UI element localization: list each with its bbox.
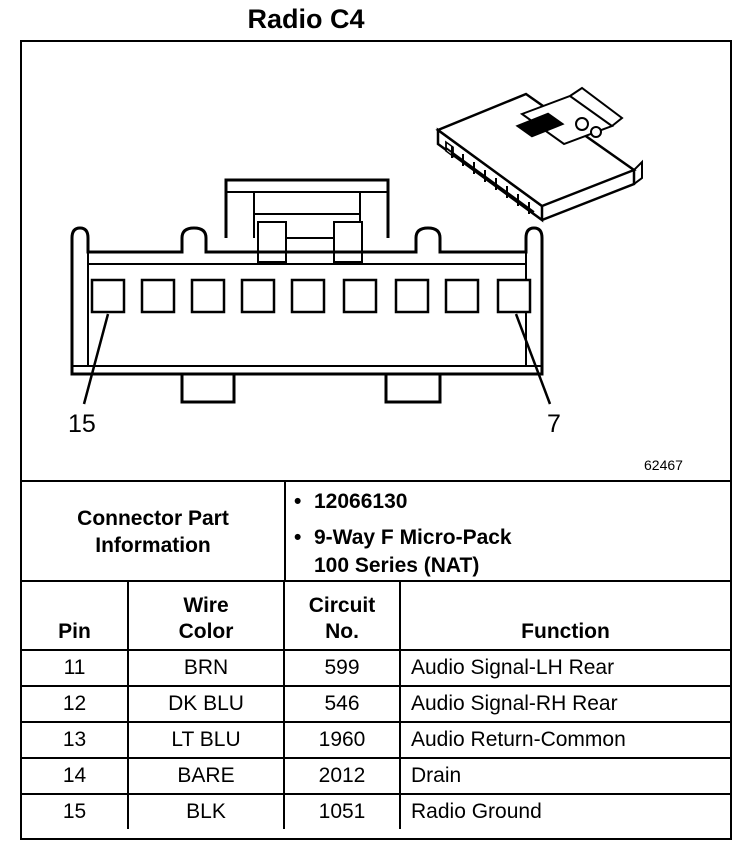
header-wire-color-line1: Wire <box>183 594 229 617</box>
cell-wire-color: DK BLU <box>127 685 285 723</box>
cell-pin: 13 <box>22 721 129 759</box>
pin-table-header: Pin Wire Color Circuit No. Function <box>22 580 730 651</box>
table-row: 13 LT BLU 1960 Audio Return-Common <box>22 721 730 759</box>
cell-circuit: 546 <box>283 685 401 723</box>
header-circuit-line2: No. <box>325 620 359 643</box>
header-wire-color: Wire Color <box>127 580 285 651</box>
pin-label-15: 15 <box>68 410 96 438</box>
pin-label-7: 7 <box>547 410 561 438</box>
table-row: 15 BLK 1051 Radio Ground <box>22 793 730 829</box>
bottom-tab-left <box>180 374 236 404</box>
table-row: 11 BRN 599 Audio Signal-LH Rear <box>22 649 730 687</box>
cell-wire-color: BARE <box>127 757 285 795</box>
header-pin: Pin <box>22 580 129 651</box>
info-item-description: • 9-Way F Micro-Pack 100 Series (NAT) <box>286 524 726 580</box>
connector-body <box>70 226 544 376</box>
bottom-tab-right <box>384 374 442 404</box>
page-title: Radio C4 <box>247 4 365 34</box>
cell-function: Audio Signal-LH Rear <box>399 649 730 687</box>
cavity-13 <box>190 278 226 314</box>
connector-sheet: 15 7 62467 <box>20 40 732 840</box>
cavity-8 <box>444 278 480 314</box>
connector-drawing: 15 7 62467 <box>68 86 683 473</box>
cavity-12 <box>240 278 276 314</box>
connector-info-list: • 12066130 • 9-Way F Micro-Pack 100 Seri… <box>286 488 726 580</box>
bullet-icon: • <box>294 526 302 549</box>
leader-line-15 <box>82 313 110 405</box>
info-item-text-line2: 100 Series (NAT) <box>314 554 480 577</box>
cell-pin: 11 <box>22 649 129 687</box>
pin-table: Pin Wire Color Circuit No. Function 11 B… <box>22 580 730 829</box>
connector-info-label-line1: Connector Part <box>77 507 229 530</box>
cavity-7 <box>496 278 532 314</box>
cell-pin: 15 <box>22 793 129 829</box>
table-row: 12 DK BLU 546 Audio Signal-RH Rear <box>22 685 730 723</box>
connector-diagram: 15 7 62467 <box>22 42 730 480</box>
cell-circuit: 1051 <box>283 793 401 829</box>
header-function: Function <box>399 580 730 651</box>
cavity-11 <box>290 278 326 314</box>
cell-function: Audio Return-Common <box>399 721 730 759</box>
cell-wire-color: BLK <box>127 793 285 829</box>
cell-wire-color: BRN <box>127 649 285 687</box>
connector-face <box>70 178 544 404</box>
bullet-icon: • <box>294 490 302 513</box>
info-item-part-number: • 12066130 <box>286 488 726 516</box>
cavity-15 <box>90 278 126 314</box>
cell-pin: 14 <box>22 757 129 795</box>
info-item-text: 12066130 <box>314 490 408 513</box>
cell-circuit: 599 <box>283 649 401 687</box>
cell-pin: 12 <box>22 685 129 723</box>
header-circuit: Circuit No. <box>283 580 401 651</box>
cell-function: Radio Ground <box>399 793 730 829</box>
table-row: 14 BARE 2012 Drain <box>22 757 730 795</box>
connector-isometric-icon <box>435 86 643 223</box>
figure-number: 62467 <box>644 457 683 473</box>
leader-line-7 <box>514 313 552 405</box>
cavity-10 <box>342 278 378 314</box>
cavity-9 <box>394 278 430 314</box>
connector-info-label-line2: Information <box>95 534 211 557</box>
pin-cavities <box>90 278 532 314</box>
latch-block <box>224 178 390 238</box>
info-item-text: 9-Way F Micro-Pack <box>314 526 512 549</box>
cell-wire-color: LT BLU <box>127 721 285 759</box>
cell-function: Drain <box>399 757 730 795</box>
cell-function: Audio Signal-RH Rear <box>399 685 730 723</box>
cavity-14 <box>140 278 176 314</box>
connector-info-label: Connector Part Information <box>22 482 286 582</box>
header-wire-color-line2: Color <box>178 620 234 643</box>
header-circuit-line1: Circuit <box>308 594 376 617</box>
connector-part-info: Connector Part Information • 12066130 • … <box>22 480 730 582</box>
cell-circuit: 1960 <box>283 721 401 759</box>
cell-circuit: 2012 <box>283 757 401 795</box>
